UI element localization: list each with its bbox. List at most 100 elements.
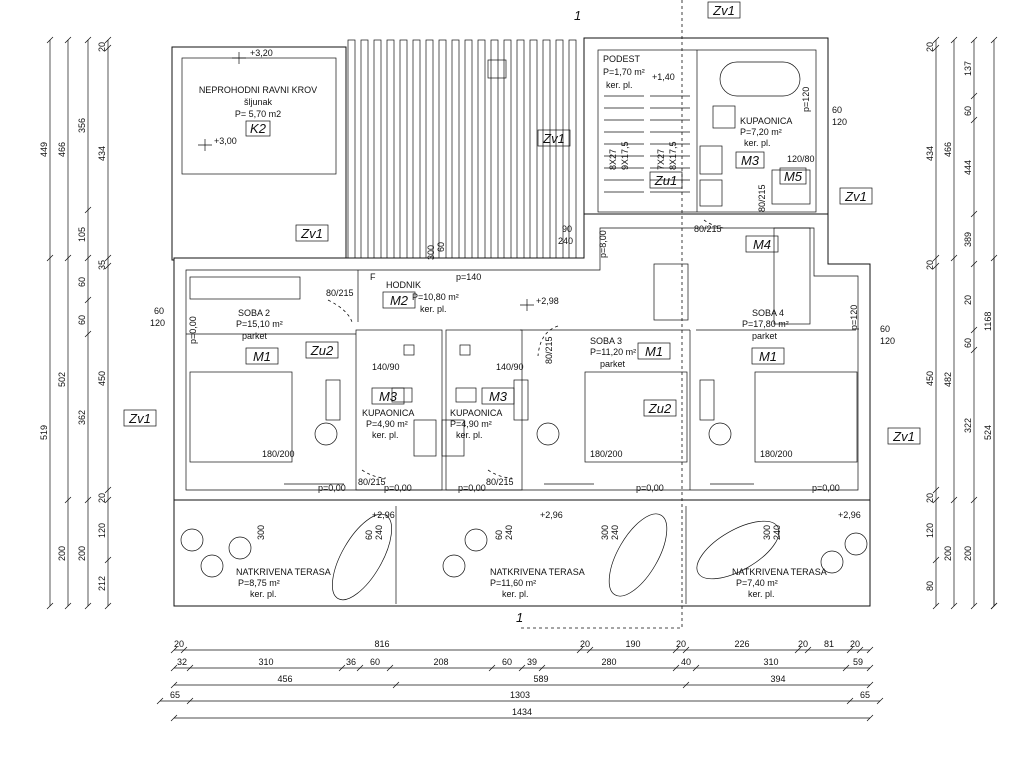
tag-m3: M3 <box>489 389 508 404</box>
soba2-name: SOBA 2 <box>238 308 270 318</box>
door-kup-left: 80/215 <box>358 477 386 487</box>
chair-soba3 <box>536 422 560 446</box>
dim-left-outer-label: 449 <box>39 142 49 157</box>
dim-right-3-tick <box>970 92 978 100</box>
ter1-area: P=8,75 m² <box>238 578 280 588</box>
terrace-chair-3 <box>464 528 488 552</box>
tag-box <box>382 291 416 309</box>
dim-left-3-label: 60 <box>77 277 87 287</box>
terrace-table-2 <box>442 554 466 578</box>
bath-right-walls <box>445 329 523 491</box>
dim-right-1-label: 450 <box>925 371 935 386</box>
tag-box <box>637 342 671 360</box>
soba4-area: P=17,80 m² <box>742 319 789 329</box>
door-ter2-h: 240 <box>374 525 384 540</box>
dim-right-2-tick <box>950 602 958 610</box>
dim-bot-1-tick <box>804 646 812 654</box>
shower-drain-left <box>403 344 415 356</box>
terrace-outline <box>173 499 871 607</box>
pergola-slats <box>347 39 577 259</box>
dim-bot-2-label: 310 <box>763 657 778 667</box>
lounger-2 <box>608 513 668 597</box>
desk-soba2 <box>325 379 341 421</box>
tag-zv1: Zv1 <box>712 3 735 18</box>
dim-right-3-tick <box>970 496 978 504</box>
wardrobe-soba2 <box>189 276 301 300</box>
terrace-chair-1 <box>180 528 204 552</box>
tag-m1: M1 <box>645 344 663 359</box>
ter1-name: NATKRIVENA TERASA <box>236 567 331 577</box>
tag-m3-top: M3 <box>741 153 760 168</box>
level-marker-hall-icon <box>520 299 534 311</box>
dim-bot-4-label: 65 <box>860 690 870 700</box>
shower-drain-right <box>459 344 471 356</box>
kup-left-area: P=4,90 m² <box>366 419 408 429</box>
win-soba4-w: 60 <box>880 324 890 334</box>
dim-left-2-label: 466 <box>57 142 67 157</box>
dim-left-4-label: 20 <box>97 493 107 503</box>
washbasin <box>712 105 736 129</box>
tag-m3: M3 <box>379 389 398 404</box>
slat <box>477 39 486 259</box>
tag-box <box>707 1 741 19</box>
bathtub <box>719 61 801 97</box>
tag-zv1: Zv1 <box>300 226 323 241</box>
sill-soba2-bot: p=0,00 <box>318 483 346 493</box>
door-kup-right: 80/215 <box>486 477 514 487</box>
dim-right-1-tick <box>932 496 940 504</box>
wc-right <box>441 419 465 457</box>
ter2-area: P=11,60 m² <box>490 578 536 588</box>
dim-bot-4-tick <box>846 697 854 705</box>
section-mark-top: 1 <box>574 8 581 23</box>
dim-bot-3-label: 456 <box>277 674 292 684</box>
dim-left-4-tick <box>104 262 112 270</box>
kup-top-name: KUPAONICA <box>740 116 792 126</box>
sill-soba3-bot: p=0,00 <box>636 483 664 493</box>
lounger-1 <box>332 513 392 601</box>
dim-bot-2-tick <box>386 664 394 672</box>
dim-bot-5-tick <box>866 714 874 722</box>
dim-bot-2-tick <box>692 664 700 672</box>
podest-level: +1,40 <box>652 72 675 82</box>
ter2-finish: ker. pl. <box>502 589 529 599</box>
soba3-finish: parket <box>600 359 626 369</box>
roof-level-bottom: +3,00 <box>214 136 237 146</box>
tag-box <box>887 427 921 445</box>
tag-box <box>295 224 329 242</box>
dim-right-3-tick <box>970 260 978 268</box>
bath-left-walls <box>355 329 443 491</box>
dim-bot-2-tick <box>672 664 680 672</box>
tag-box <box>371 387 405 405</box>
dim-bot-3-tick <box>682 681 690 689</box>
wardrobe-hall <box>653 263 689 321</box>
dim-bot-1-tick <box>846 646 854 654</box>
win-top-h: 120 <box>832 117 847 127</box>
kup-right-name: KUPAONICA <box>450 408 502 418</box>
ter1-level: +2,96 <box>372 510 395 520</box>
staircase <box>604 95 690 193</box>
dim-bot-2-label: 310 <box>258 657 273 667</box>
slat <box>451 39 460 259</box>
dim-left-3-label: 60 <box>77 315 87 325</box>
roof-area: P= 5,70 m2 <box>235 109 281 119</box>
opening-300: 300 <box>426 245 436 260</box>
dim-left-3-label: 356 <box>77 118 87 133</box>
dim-left-3-label: 105 <box>77 227 87 242</box>
dim-bot-2-label: 32 <box>177 657 187 667</box>
dim-right-2-tick <box>950 36 958 44</box>
slat <box>464 39 473 259</box>
dim-right-2-tick <box>950 496 958 504</box>
dim-left-2-label: 200 <box>57 546 67 561</box>
dim-bot-4-tick <box>186 697 194 705</box>
dim-right-1-label: 20 <box>925 42 935 52</box>
bed-soba2-size: 180/200 <box>262 449 295 459</box>
tag-zu1: Zu1 <box>654 173 677 188</box>
dim-left-4-tick <box>104 254 112 262</box>
ter3-level: +2,96 <box>838 510 861 520</box>
toilet <box>699 145 723 175</box>
door-soba3: 80/215 <box>544 336 554 364</box>
dim-left-4-tick <box>104 486 112 494</box>
dim-bot-1-label: 81 <box>824 639 834 649</box>
kup-top-area: P=7,20 m² <box>740 127 782 137</box>
